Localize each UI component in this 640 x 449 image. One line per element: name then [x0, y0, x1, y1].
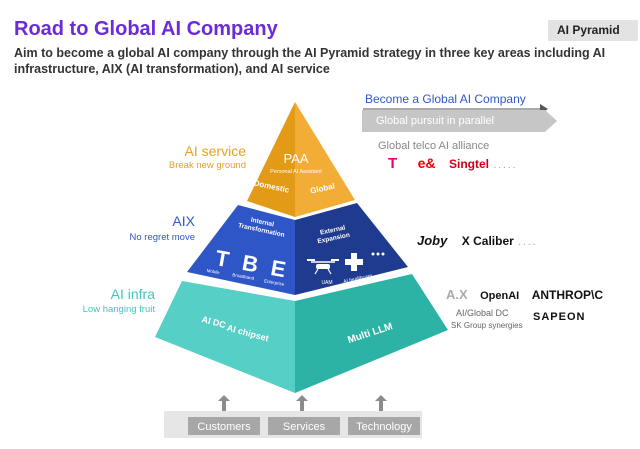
section-tag: AI Pyramid	[548, 20, 638, 41]
pillar-technology: Technology	[356, 421, 412, 433]
mobile-label: Mobile	[206, 268, 220, 275]
parallel-arrow-shape	[362, 110, 557, 132]
aix-logo-row: Joby X Caliber ....	[417, 232, 537, 250]
paa-sub-label: Personal AI Assistant	[270, 169, 322, 175]
pyramid-bottom-left-face	[155, 281, 295, 393]
synergy-label: SK Group synergies	[451, 321, 523, 330]
pillar-box	[348, 417, 420, 435]
alliance-label: Global telco AI alliance	[378, 140, 490, 152]
openai-logo: OpenAI	[480, 290, 520, 302]
level-label-aix: AIX	[172, 213, 195, 229]
drone-icon	[307, 259, 339, 275]
more-dots-icon	[371, 252, 385, 256]
sapeon-logo: SAPEON	[533, 311, 586, 323]
telekom-logo: T	[388, 155, 398, 172]
parallel-label: Global pursuit in parallel	[376, 115, 494, 127]
telco-logo-row: T e& Singtel .....	[388, 155, 517, 173]
dc-label: AI/Global DC	[456, 308, 509, 318]
enterprise-label: Enterprise	[264, 278, 286, 287]
tbe-t-letter: T	[214, 245, 232, 272]
page-subtitle: Aim to become a global AI company throug…	[14, 46, 606, 76]
eand-logo: e&	[417, 155, 436, 171]
ax-logo: A.X	[446, 287, 468, 302]
pillar-box	[268, 417, 340, 435]
pillar-box	[188, 417, 260, 435]
pyramid-bottom-right-face	[295, 274, 448, 393]
healthcare-icon	[345, 253, 363, 271]
internal-label: Internal	[250, 217, 275, 229]
tbe-b-letter: B	[240, 250, 260, 277]
paa-label: PAA	[283, 151, 308, 166]
pyramid-mid-left-face	[187, 205, 295, 295]
more-dots-icon: ....	[518, 237, 538, 248]
infra-logo-row: A.X OpenAI ANTHROP\C	[446, 286, 603, 304]
pyramid-top-right-face	[295, 102, 355, 217]
pyramid-mid-right-face	[295, 203, 408, 295]
more-dots-icon: .....	[493, 160, 518, 171]
xcaliber-logo: X Caliber	[461, 234, 514, 248]
uam-label: UAM	[321, 280, 332, 286]
pillar-services: Services	[283, 421, 326, 433]
anthropic-logo: ANTHROP\C	[531, 288, 604, 302]
arrow-up-icon	[375, 395, 387, 411]
level-sub-service: Break new ground	[168, 160, 246, 171]
pillar-customers: Customers	[197, 421, 251, 433]
level-sub-infra: Low hanging fruit	[82, 304, 155, 315]
broadband-label: Broadband	[232, 272, 255, 281]
level-label-infra: AI infra	[110, 286, 155, 302]
level-label-service: AI service	[184, 143, 246, 159]
become-global-label: Become a Global AI Company	[365, 92, 526, 106]
tbe-e-letter: E	[269, 255, 288, 282]
arrow-up-icon	[296, 395, 308, 411]
joby-logo: Joby	[417, 233, 448, 248]
pyramid-top-left-face	[247, 102, 295, 217]
arrow-up-icon	[218, 395, 230, 411]
level-sub-aix: No regret move	[129, 232, 195, 243]
page-title: Road to Global AI Company	[14, 18, 278, 40]
singtel-logo: Singtel	[448, 157, 489, 171]
